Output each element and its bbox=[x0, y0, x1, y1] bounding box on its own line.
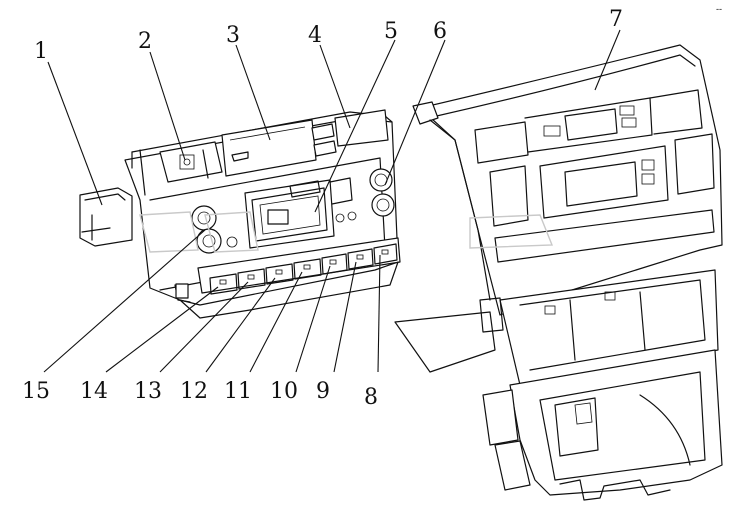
callout-8: 8 bbox=[364, 385, 378, 410]
callout-2: 2 bbox=[138, 29, 152, 54]
callout-7: 7 bbox=[609, 7, 623, 32]
corner-mark: -- bbox=[716, 5, 722, 15]
callout-12: 12 bbox=[180, 379, 208, 404]
callout-11: 11 bbox=[224, 379, 252, 404]
callout-13: 13 bbox=[134, 379, 162, 404]
console-unit-assembly bbox=[79, 109, 401, 319]
leader-lines bbox=[43, 29, 621, 373]
callout-15: 15 bbox=[22, 379, 50, 404]
callout-5: 5 bbox=[384, 19, 398, 44]
callout-10: 10 bbox=[270, 379, 298, 404]
watermark-outline bbox=[139, 211, 554, 253]
callout-14: 14 bbox=[80, 379, 108, 404]
callout-9: 9 bbox=[316, 379, 330, 404]
callout-6: 6 bbox=[433, 19, 447, 44]
dashboard-bezel-assembly bbox=[394, 44, 723, 501]
callout-1: 1 bbox=[34, 39, 48, 64]
callout-labels: 1 2 3 4 5 6 7 8 9 10 11 12 13 14 15 -- bbox=[22, 5, 722, 410]
callout-3: 3 bbox=[226, 23, 240, 48]
callout-4: 4 bbox=[308, 23, 322, 48]
